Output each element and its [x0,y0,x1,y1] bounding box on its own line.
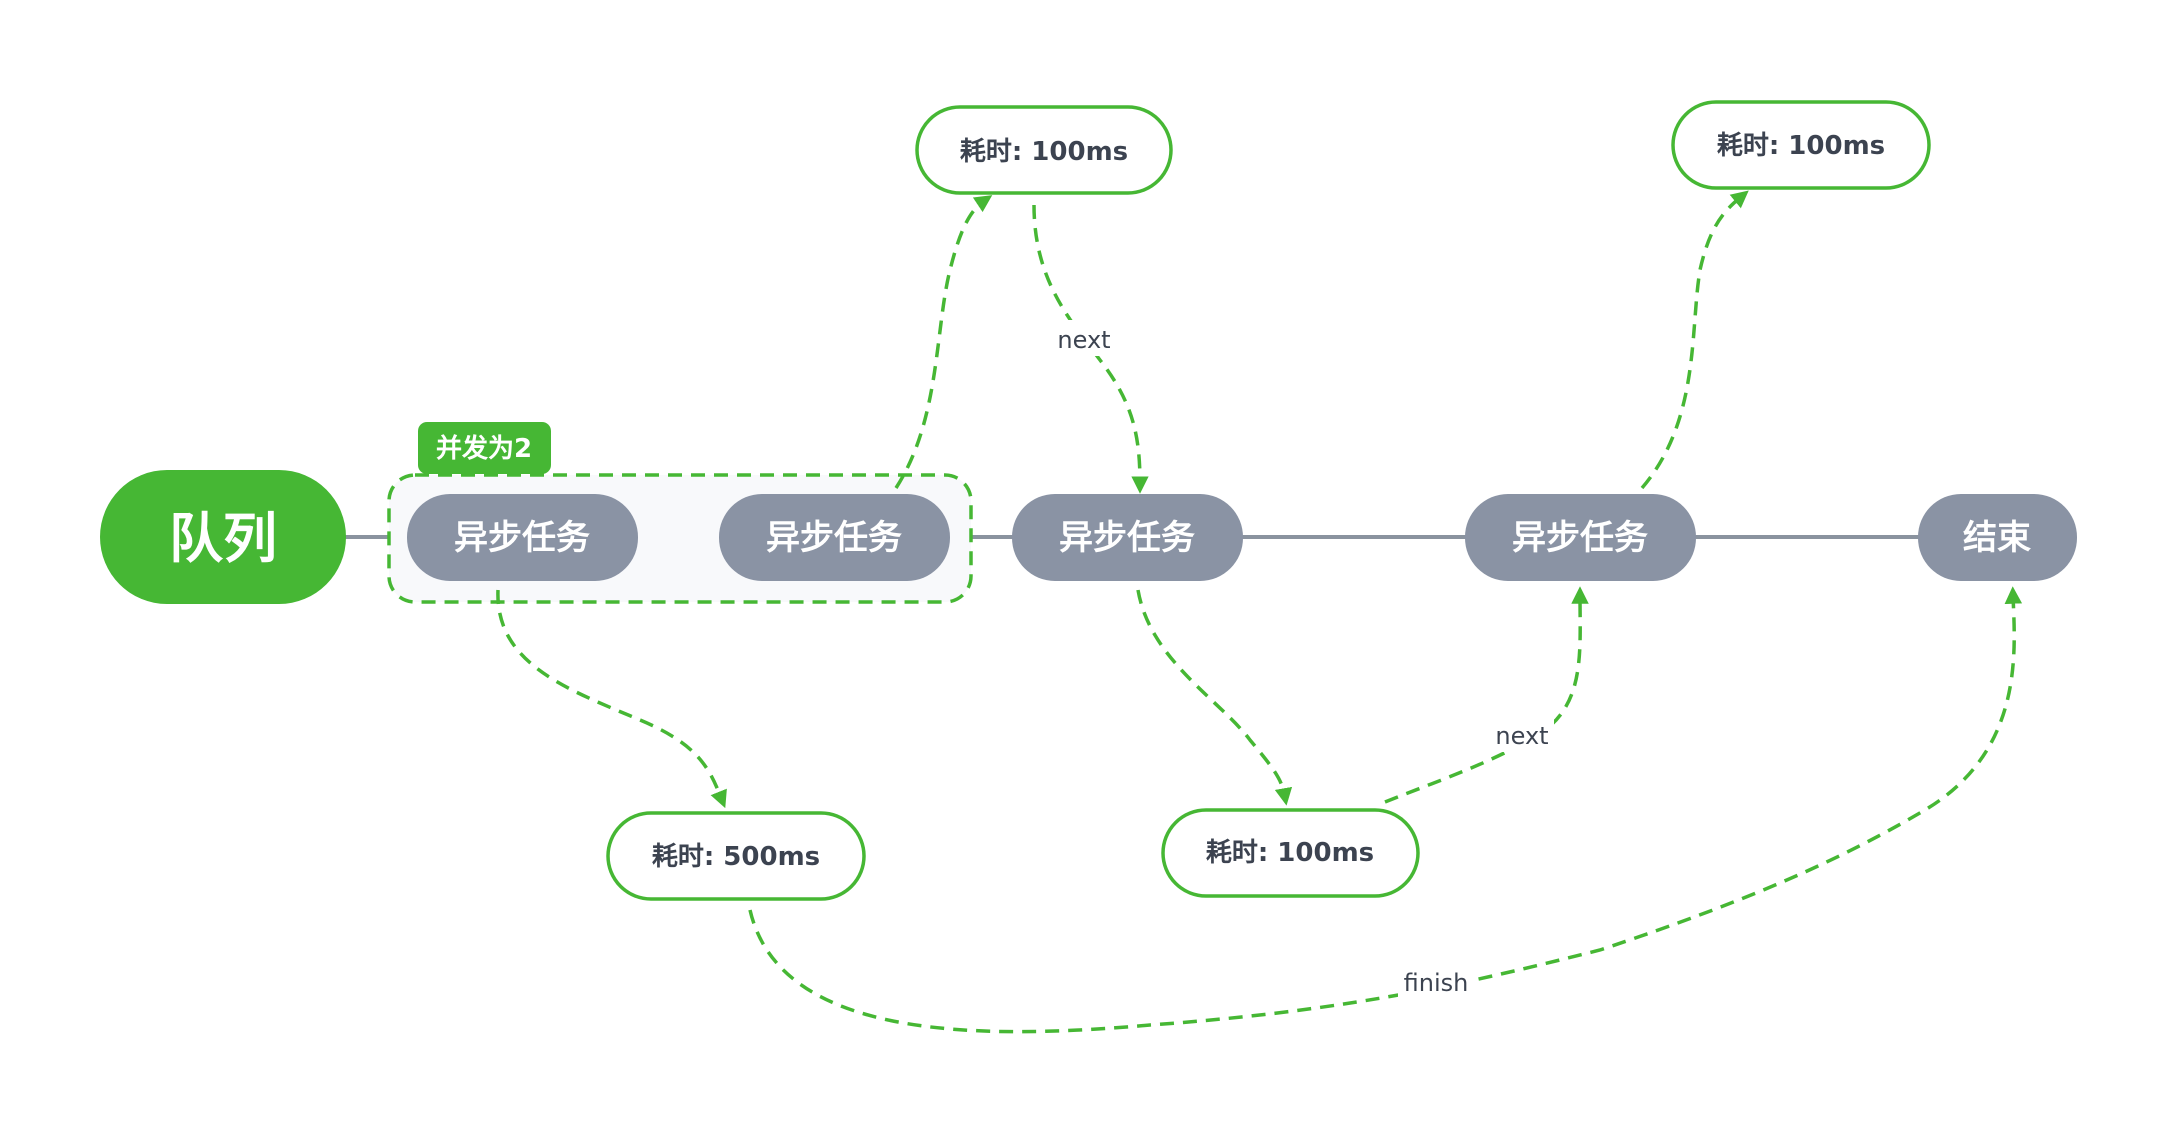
edge-label-finish: finish [1404,969,1469,997]
end-label: 结束 [1963,518,2031,558]
task-label-3: 异步任务 [1059,518,1195,558]
task-label-1: 异步任务 [454,518,590,558]
arrow-task4-to-top-right [1640,190,1749,490]
queue-node [100,470,346,604]
edge-label-next-bottom: next [1495,722,1548,750]
duration-box-bottom-mid [1161,808,1420,898]
task-label-2: 异步任务 [766,518,902,558]
duration-label-top-right: 耗时: 100ms [1717,131,1885,161]
task-node-1 [407,494,638,581]
duration-label-bottom-left: 耗时: 500ms [652,842,820,872]
arrow-finish [748,586,2023,1034]
duration-box-top-left [915,105,1173,195]
concurrency-label: 并发为2 [436,433,532,464]
duration-box-bottom-left [606,811,866,901]
task-node-4 [1465,494,1696,581]
arrow-next-bottom [1384,586,1589,804]
edge-label-next-top: next [1057,326,1110,354]
task-label-4: 异步任务 [1512,518,1648,558]
arrow-task2-to-top-left [894,195,993,489]
arrow-task1-to-bottom-left [496,589,727,809]
edge-label-bg-next-bottom [1490,716,1554,752]
task-node-3 [1012,494,1243,581]
duration-label-bottom-mid: 耗时: 100ms [1206,838,1374,868]
edge-label-bg-finish [1398,963,1474,999]
queue-label: 队列 [169,507,277,570]
end-node [1918,494,2077,581]
edge-label-bg-next-top [1052,320,1116,356]
duration-box-top-right [1671,100,1931,190]
arrow-next-top [1032,204,1149,494]
task-node-2 [719,494,950,581]
arrow-task3-to-bottom-mid [1136,589,1293,806]
concurrency-tag [418,422,551,474]
duration-label-top-left: 耗时: 100ms [960,137,1128,167]
